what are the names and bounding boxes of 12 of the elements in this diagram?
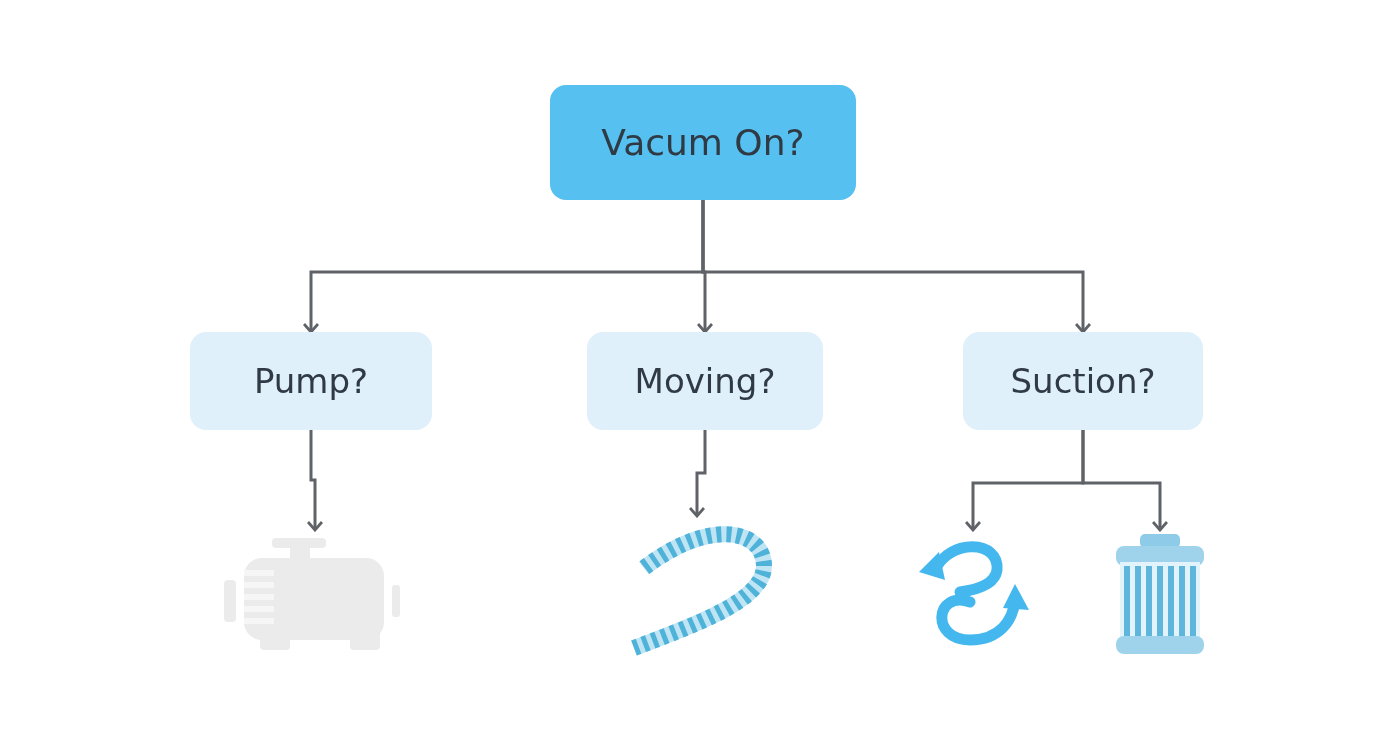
- node-label: Moving?: [634, 361, 776, 401]
- arrow: [1081, 430, 1169, 532]
- decision-box: [963, 332, 1203, 430]
- arrow: [701, 200, 1092, 334]
- node-label: Vacum On?: [601, 122, 805, 163]
- decision-box: [190, 332, 432, 430]
- decision-box: [587, 332, 823, 430]
- node-label: Suction?: [1010, 361, 1156, 401]
- decision-box: [550, 85, 856, 200]
- arrow: [688, 430, 707, 518]
- node-label: Pump?: [253, 361, 369, 401]
- arrow: [306, 430, 324, 532]
